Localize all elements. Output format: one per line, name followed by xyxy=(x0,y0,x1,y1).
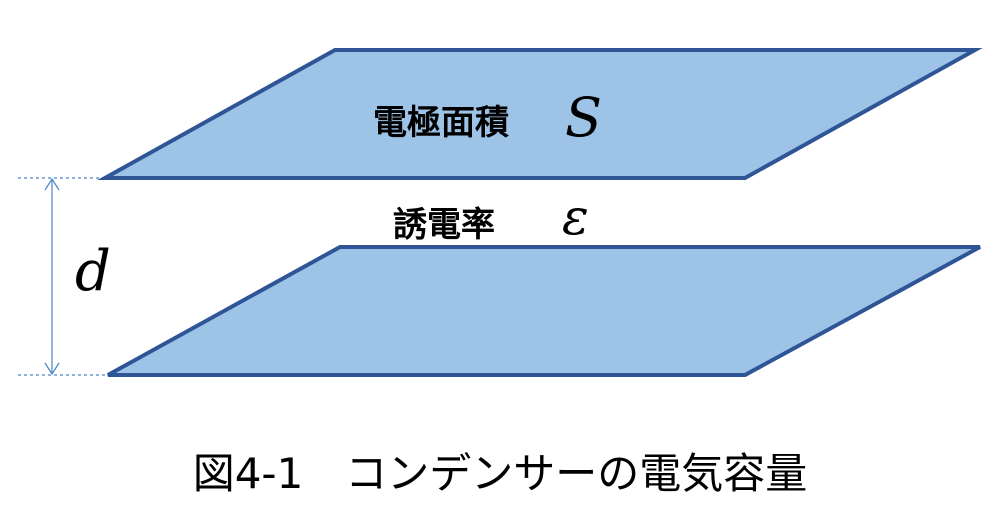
permittivity-symbol: ε xyxy=(562,188,589,246)
figure-caption: 図4-1 コンデンサーの電気容量 xyxy=(193,449,808,498)
bottom-plate xyxy=(107,245,981,377)
area-symbol: S xyxy=(565,86,602,149)
permittivity-label: 誘電率 xyxy=(393,205,495,245)
area-label: 電極面積 xyxy=(373,103,509,143)
top-plate xyxy=(97,48,983,180)
distance-arrow xyxy=(44,177,60,376)
distance-symbol: d xyxy=(75,239,111,304)
